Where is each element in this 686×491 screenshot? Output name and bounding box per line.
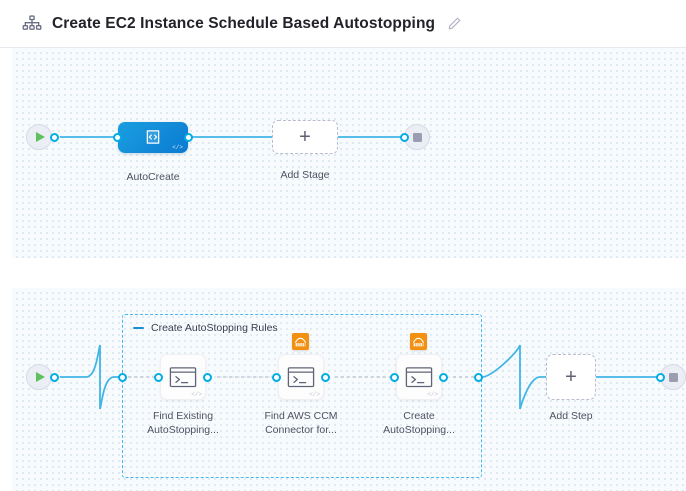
stage-start-node[interactable]	[26, 124, 59, 150]
add-stage-node[interactable]: + Add Stage	[272, 120, 338, 181]
aws-icon	[410, 333, 427, 350]
terminal-icon	[405, 366, 433, 388]
step-canvas[interactable]: Create AutoStopping Rules	[12, 288, 686, 491]
start-circle	[26, 364, 52, 390]
step-start-node[interactable]	[26, 364, 59, 390]
stop-icon	[668, 372, 678, 382]
end-input-port[interactable]	[400, 132, 409, 142]
step-group-header[interactable]: Create AutoStopping Rules	[133, 322, 278, 334]
page-title: Create EC2 Instance Schedule Based Autos…	[52, 14, 436, 32]
plus-icon: +	[299, 126, 311, 148]
step-output-port[interactable]	[439, 372, 448, 382]
code-tag-icon: </>	[191, 391, 202, 398]
code-tag-icon: </>	[172, 143, 183, 151]
minus-icon[interactable]	[133, 327, 144, 329]
add-step-button[interactable]: +	[546, 354, 596, 400]
stage-input-port[interactable]	[113, 132, 122, 142]
play-icon	[36, 132, 45, 142]
step-card[interactable]: </>	[396, 354, 442, 400]
step-card[interactable]: </>	[160, 354, 206, 400]
stage-end-node[interactable]	[400, 124, 430, 150]
plus-icon: +	[565, 366, 577, 388]
step-input-port[interactable]	[272, 372, 281, 382]
step-node-1[interactable]: </> Find Existing AutoStopping...	[147, 354, 219, 436]
step-output-port[interactable]	[321, 372, 330, 382]
step-label: Find Existing AutoStopping...	[147, 410, 219, 436]
stage-card[interactable]: </>	[118, 121, 188, 153]
step-input-port[interactable]	[390, 372, 399, 382]
step-card[interactable]: </>	[278, 354, 324, 400]
group-output-port[interactable]	[474, 372, 483, 382]
step-node-3[interactable]: </> Create AutoStopping...	[383, 333, 455, 436]
group-input-port[interactable]	[118, 372, 127, 382]
terminal-icon	[287, 366, 315, 388]
end-input-port[interactable]	[656, 372, 665, 382]
step-output-port[interactable]	[203, 372, 212, 382]
stage-label: AutoCreate	[126, 170, 180, 183]
start-output-port[interactable]	[50, 132, 59, 142]
aws-icon	[292, 333, 309, 350]
play-icon	[36, 372, 45, 382]
step-input-port[interactable]	[154, 372, 163, 382]
step-node-2[interactable]: </> Find AWS CCM Connector for...	[264, 333, 338, 436]
step-group-label: Create AutoStopping Rules	[151, 322, 278, 334]
terminal-icon	[169, 366, 197, 388]
stage-output-port[interactable]	[184, 132, 193, 142]
add-stage-button[interactable]: +	[272, 120, 338, 154]
add-stage-label: Add Stage	[280, 169, 330, 181]
stop-icon	[412, 132, 422, 142]
stage-connectors	[60, 136, 404, 138]
step-end-node[interactable]	[656, 364, 686, 390]
step-label: Find AWS CCM Connector for...	[264, 410, 338, 436]
add-step-label: Add Step	[549, 410, 593, 422]
pipeline-nodes-icon	[22, 14, 42, 34]
add-step-node[interactable]: + Add Step	[546, 354, 596, 422]
start-output-port[interactable]	[50, 372, 59, 382]
code-block-icon	[143, 127, 163, 147]
pencil-edit-icon[interactable]	[447, 16, 462, 31]
step-label: Create AutoStopping...	[383, 410, 455, 436]
code-tag-icon: </>	[309, 391, 320, 398]
code-tag-icon: </>	[427, 391, 438, 398]
start-circle	[26, 124, 52, 150]
stage-canvas[interactable]: </> AutoCreate + Add Stage	[12, 48, 686, 258]
stage-node-autocreate[interactable]: </> AutoCreate	[113, 121, 193, 183]
page-header: Create EC2 Instance Schedule Based Autos…	[0, 0, 686, 48]
